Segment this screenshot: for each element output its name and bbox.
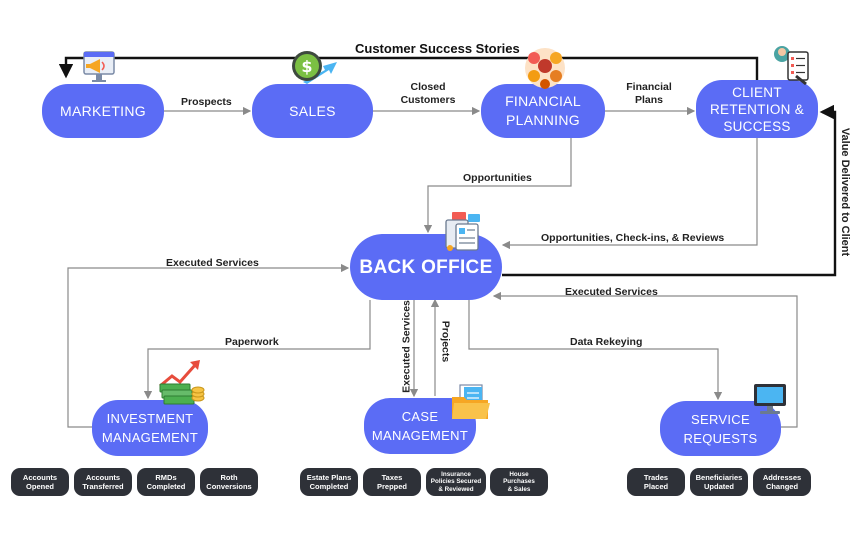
node-investment-management: INVESTMENT MANAGEMENT — [92, 400, 208, 456]
output-rmds-completed: RMDs Completed — [137, 468, 195, 496]
node-sales: SALES — [252, 84, 373, 138]
node-service-requests: SERVICE REQUESTS — [660, 401, 781, 456]
edge-label-executed-right: Executed Services — [565, 286, 658, 298]
edge-label-financial-plans: Financial Plans — [626, 81, 672, 106]
edge-label-executed-vertical: Executed Services — [400, 300, 413, 393]
documents-icon — [445, 212, 480, 251]
planning-to-backoffice — [423, 138, 572, 234]
output-beneficiaries-updated: Beneficiaries Updated — [690, 468, 748, 496]
node-client-retention: CLIENT RETENTION & SUCCESS — [696, 80, 818, 138]
edge-label-opportunities: Opportunities — [463, 172, 532, 184]
output-roth-conversions: Roth Conversions — [200, 468, 258, 496]
edge-label-paperwork: Paperwork — [225, 336, 279, 348]
edge-label-prospects: Prospects — [181, 96, 232, 108]
edge-label-opps-checkins: Opportunities, Check-ins, & Reviews — [541, 232, 725, 244]
service-to-backoffice — [492, 291, 798, 428]
success-stories-loop — [58, 56, 759, 80]
node-case-management: CASE MANAGEMENT — [364, 398, 476, 454]
value-delivered-label: Value Delivered to Client — [839, 127, 851, 257]
svg-text:$: $ — [301, 57, 312, 76]
retention-to-backoffice — [501, 138, 758, 250]
megaphone-icon — [83, 51, 115, 82]
team-icon — [525, 48, 565, 89]
backoffice-to-service — [468, 300, 723, 401]
output-insurance-policies: Insurance Policies Secured & Reviewed — [426, 468, 486, 496]
edge-label-projects: Projects — [439, 320, 452, 363]
output-accounts-transferred: Accounts Transferred — [74, 468, 132, 496]
diagram-title: Customer Success Stories — [355, 41, 520, 56]
money-chart-icon — [159, 360, 205, 405]
edge-label-data-rekeying: Data Rekeying — [570, 336, 643, 348]
node-financial-planning: FINANCIAL PLANNING — [481, 84, 605, 138]
checklist-icon — [774, 46, 809, 86]
dollar-coin-icon: $ — [292, 51, 337, 84]
edge-label-closed-customers: Closed Customers — [400, 81, 456, 106]
output-taxes-prepped: Taxes Prepped — [363, 468, 421, 496]
backoffice-to-investment — [143, 300, 371, 400]
folder-icon — [452, 384, 490, 419]
node-marketing: MARKETING — [42, 84, 164, 138]
edge-label-executed-left: Executed Services — [166, 257, 259, 269]
value-delivered-loop — [502, 104, 837, 277]
output-estate-plans: Estate Plans Completed — [300, 468, 358, 496]
output-house-purchases: House Purchases & Sales — [490, 468, 548, 496]
output-addresses-changed: Addresses Changed — [753, 468, 811, 496]
monitor-icon — [754, 384, 786, 414]
node-back-office: BACK OFFICE — [350, 234, 502, 300]
investment-to-backoffice — [67, 263, 350, 428]
output-trades-placed: Trades Placed — [627, 468, 685, 496]
output-accounts-opened: Accounts Opened — [11, 468, 69, 496]
